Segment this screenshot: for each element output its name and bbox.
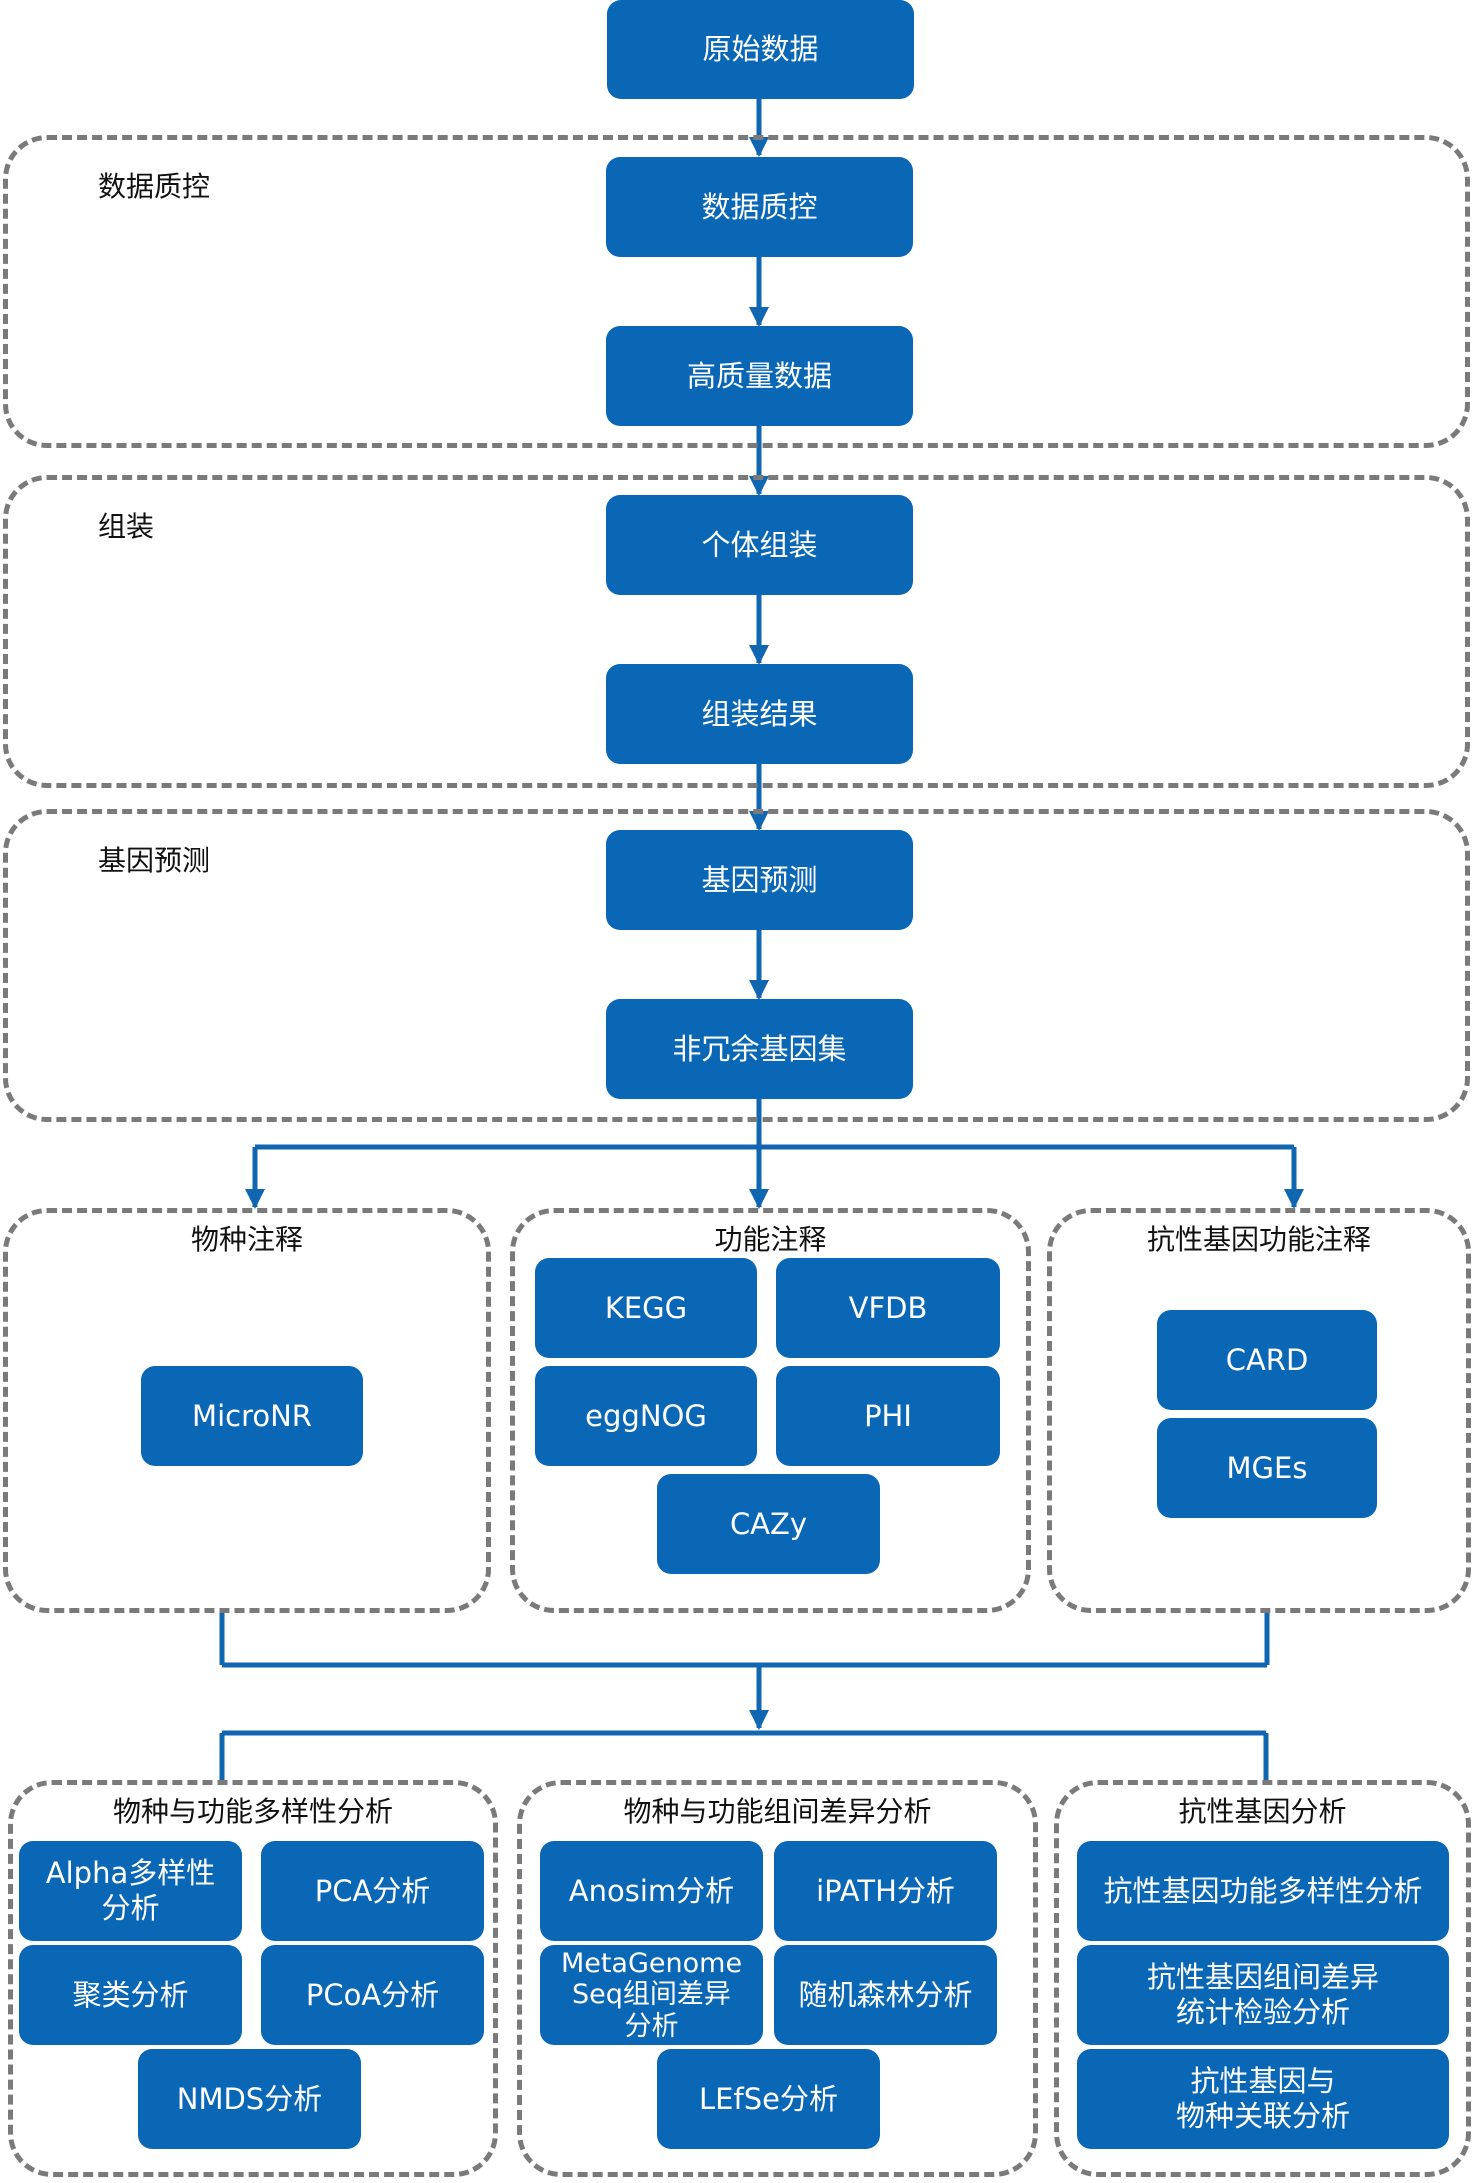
group-function-annotation: 功能注释 (510, 1208, 1031, 1613)
node-arg-species-association: 抗性基因与 物种关联分析 (1077, 2049, 1449, 2149)
node-raw-data: 原始数据 (607, 0, 914, 99)
node-arg-group-test: 抗性基因组间差异 统计检验分析 (1077, 1945, 1449, 2045)
group-gene-prediction-title: 基因预测 (98, 844, 211, 877)
group-diversity-analysis-title: 物种与功能多样性分析 (112, 1795, 393, 1828)
group-species-annotation: 物种注释 (3, 1208, 491, 1613)
node-cazy: CAZy (657, 1474, 880, 1574)
group-function-annotation-title: 功能注释 (714, 1223, 827, 1256)
node-clustering: 聚类分析 (19, 1945, 242, 2045)
group-gene-prediction: 基因预测 (3, 809, 1470, 1122)
group-arg-analysis-title: 抗性基因分析 (1178, 1795, 1347, 1828)
group-qc: 数据质控 (3, 135, 1470, 448)
node-random-forest: 随机森林分析 (774, 1945, 997, 2045)
node-metagenomeseq: MetaGenome Seq组间差异 分析 (540, 1945, 763, 2045)
node-micronr: MicroNR (141, 1366, 363, 1466)
node-individual-assembly: 个体组装 (606, 495, 913, 595)
node-card: CARD (1157, 1310, 1377, 1410)
node-phi: PHI (776, 1366, 1000, 1466)
node-mges: MGEs (1157, 1418, 1377, 1518)
node-assembly-result: 组装结果 (606, 664, 913, 764)
node-kegg: KEGG (535, 1258, 757, 1358)
group-differential-analysis-title: 物种与功能组间差异分析 (623, 1795, 932, 1828)
node-anosim: Anosim分析 (540, 1841, 763, 1941)
node-pca: PCA分析 (261, 1841, 484, 1941)
node-vfdb: VFDB (776, 1258, 1000, 1358)
group-species-annotation-title: 物种注释 (190, 1223, 303, 1256)
node-data-qc: 数据质控 (606, 157, 913, 257)
group-differential-analysis: 物种与功能组间差异分析 (517, 1780, 1038, 2177)
node-alpha-diversity: Alpha多样性 分析 (19, 1841, 242, 1941)
group-qc-title: 数据质控 (98, 170, 211, 203)
node-eggnog: eggNOG (535, 1366, 757, 1466)
node-pcoa: PCoA分析 (261, 1945, 484, 2045)
group-diversity-analysis: 物种与功能多样性分析 (8, 1780, 498, 2177)
node-lefse: LEfSe分析 (657, 2049, 880, 2149)
node-arg-diversity: 抗性基因功能多样性分析 (1077, 1841, 1449, 1941)
node-non-redundant-gene-set: 非冗余基因集 (606, 999, 913, 1099)
group-arg-annotation: 抗性基因功能注释 (1047, 1208, 1471, 1613)
node-ipath: iPATH分析 (774, 1841, 997, 1941)
group-arg-annotation-title: 抗性基因功能注释 (1146, 1223, 1371, 1256)
group-arg-analysis: 抗性基因分析 (1054, 1780, 1471, 2177)
node-nmds: NMDS分析 (138, 2049, 361, 2149)
group-assembly-title: 组装 (98, 510, 155, 543)
group-assembly: 组装 (3, 475, 1470, 788)
node-high-quality-data: 高质量数据 (606, 326, 913, 426)
node-gene-prediction: 基因预测 (606, 830, 913, 930)
